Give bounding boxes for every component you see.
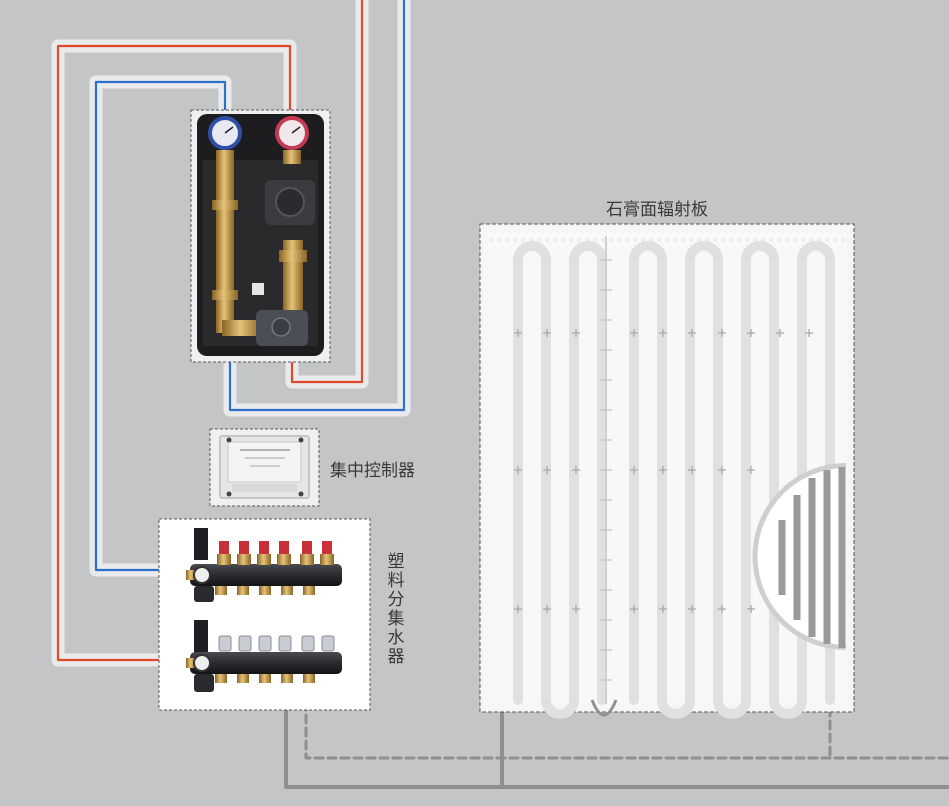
supply-pipe (56, 0, 364, 662)
return-pipe (94, 0, 406, 572)
controller-label: 集中控制器 (330, 461, 415, 481)
controller-box-icon (209, 428, 320, 507)
manifold-icon (158, 518, 371, 711)
pump-station-icon (190, 109, 331, 363)
radiant-panel-icon (479, 223, 855, 719)
manifold-label: 塑料分集水器 (387, 552, 405, 667)
panel-label: 石膏面辐射板 (606, 200, 708, 220)
